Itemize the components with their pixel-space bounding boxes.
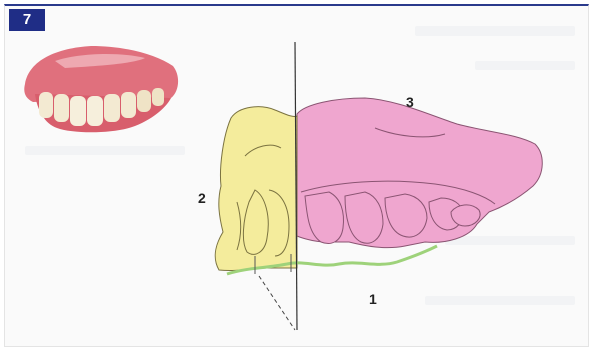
- denture-diagram: [5, 6, 588, 346]
- label-2: 2: [198, 190, 206, 206]
- label-3: 3: [406, 94, 414, 110]
- dashed-guide-line: [259, 276, 295, 330]
- pink-region-3: [297, 98, 542, 248]
- figure-frame: 7: [4, 4, 589, 347]
- denture-photo: [24, 46, 178, 132]
- yellow-region-2: [215, 107, 297, 271]
- label-1: 1: [369, 291, 377, 307]
